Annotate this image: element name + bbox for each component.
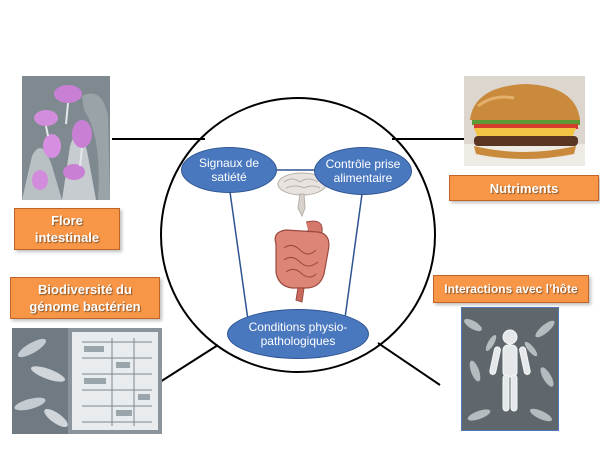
brain-icon	[277, 172, 327, 218]
node-pathology-label: Conditions physio-pathologiques	[248, 320, 348, 348]
brain-gut-illustration	[274, 172, 330, 303]
label-host-interactions: Interactions avec l’hôte	[433, 275, 589, 303]
bacterial-genome-figure	[12, 328, 162, 434]
bacteria-micrograph-photo	[22, 76, 110, 200]
label-nutrients: Nutriments	[449, 175, 599, 201]
label-bacterial-genome-biodiversity: Biodiversité du génome bactérien	[10, 277, 160, 319]
flora-label-text: Flore intestinale	[34, 213, 100, 245]
burger-photo	[464, 76, 585, 166]
connector-host	[377, 342, 441, 386]
inner-link-right	[344, 193, 363, 319]
label-intestinal-flora: Flore intestinale	[14, 208, 120, 250]
host-interaction-micrograph	[461, 307, 559, 431]
intestine-icon	[274, 220, 330, 303]
human-figure-icon	[489, 329, 531, 412]
connector-genome	[159, 344, 219, 383]
genome-label-text: Biodiversité du génome bactérien	[29, 282, 141, 314]
node-food-intake-control: Contrôle prise alimentaire	[314, 147, 412, 195]
host-label-text: Interactions avec l’hôte	[444, 281, 578, 296]
nutrients-label-text: Nutriments	[489, 180, 559, 196]
central-circle	[160, 97, 436, 373]
node-satiety-label: Signaux de satiété	[198, 156, 260, 184]
node-pathophysiological-conditions: Conditions physio-pathologiques	[227, 309, 369, 359]
inner-link-left	[229, 191, 249, 321]
node-satiety-signals: Signaux de satiété	[181, 147, 277, 193]
node-intake-label: Contrôle prise alimentaire	[325, 157, 401, 185]
